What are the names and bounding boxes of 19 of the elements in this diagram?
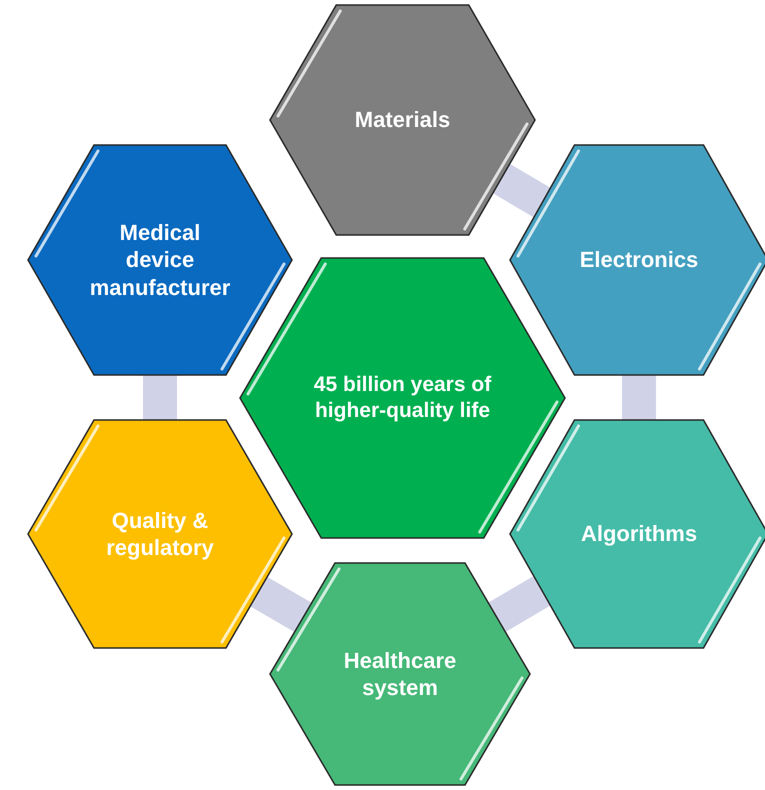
hexagon-label: Materials bbox=[354, 106, 450, 134]
hexagon bbox=[28, 420, 292, 648]
hexagon-label: 45 billion years of higher-quality life bbox=[312, 372, 492, 424]
hexagon-label: Medical device manufacturer bbox=[88, 218, 232, 302]
hexagon bbox=[28, 145, 292, 375]
hexagon-label: Quality & regulatory bbox=[105, 506, 215, 562]
connector-band bbox=[622, 375, 656, 420]
hexagon bbox=[270, 563, 530, 785]
hexagon-label: Electronics bbox=[580, 246, 698, 274]
hexagon-label: Algorithms bbox=[580, 520, 698, 548]
hexagon-label: Healthcare system bbox=[342, 646, 458, 702]
connector-band bbox=[488, 576, 551, 632]
hexagon bbox=[510, 420, 765, 648]
connector-band bbox=[492, 164, 551, 218]
connector-band bbox=[250, 576, 312, 632]
hexagon bbox=[510, 145, 765, 375]
hexagon bbox=[270, 5, 535, 235]
connector-band bbox=[143, 375, 177, 420]
hexagon bbox=[240, 258, 565, 538]
